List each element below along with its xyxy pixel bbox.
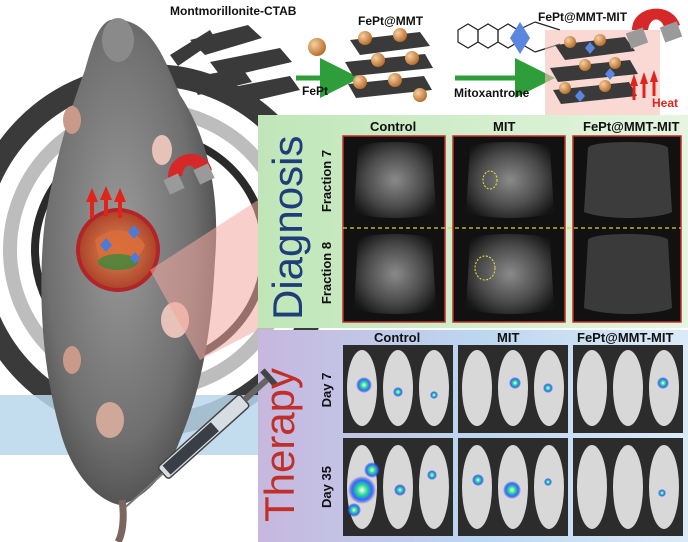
mitoxantrone-structure — [457, 21, 561, 53]
diagnosis-title: Diagnosis — [264, 135, 311, 320]
fept-mmt-stack — [345, 28, 433, 102]
clay-sheets — [170, 25, 300, 104]
diagnosis-col-control: Control — [370, 119, 417, 134]
diagnosis-row-fraction-8: Fraction 8 — [319, 241, 334, 305]
clay-label: Montmorillonite-CTAB — [170, 4, 297, 18]
fept-mmt-label: FePt@MMT — [358, 14, 424, 28]
diagnosis-row-fraction-7: Fraction 7 — [319, 149, 334, 213]
bioluminescence-grid — [343, 345, 683, 536]
therapy-row-day-35: Day 35 — [319, 466, 334, 508]
therapy-col-fept-mmt-mit: FePt@MMT-MIT — [577, 330, 674, 345]
diagnosis-col-fept-mmt-mit: FePt@MMT-MIT — [583, 119, 680, 134]
product-stack — [545, 8, 683, 115]
product-label: FePt@MMT-MIT — [538, 10, 628, 24]
heat-label: Heat — [652, 96, 679, 110]
mitoxantrone-label: Mitoxantrone — [454, 86, 530, 100]
mri-grid — [342, 135, 682, 323]
fept-label: FePt — [302, 84, 329, 98]
therapy-col-mit: MIT — [497, 330, 520, 345]
therapy-col-control: Control — [374, 330, 421, 345]
drug-diamond — [510, 22, 530, 54]
therapy-title: Therapy — [256, 367, 303, 523]
diagnosis-col-mit: MIT — [493, 119, 516, 134]
therapy-row-day-7: Day 7 — [319, 372, 334, 408]
fept-nanoparticle — [308, 38, 326, 56]
rat-illustration — [41, 18, 279, 542]
